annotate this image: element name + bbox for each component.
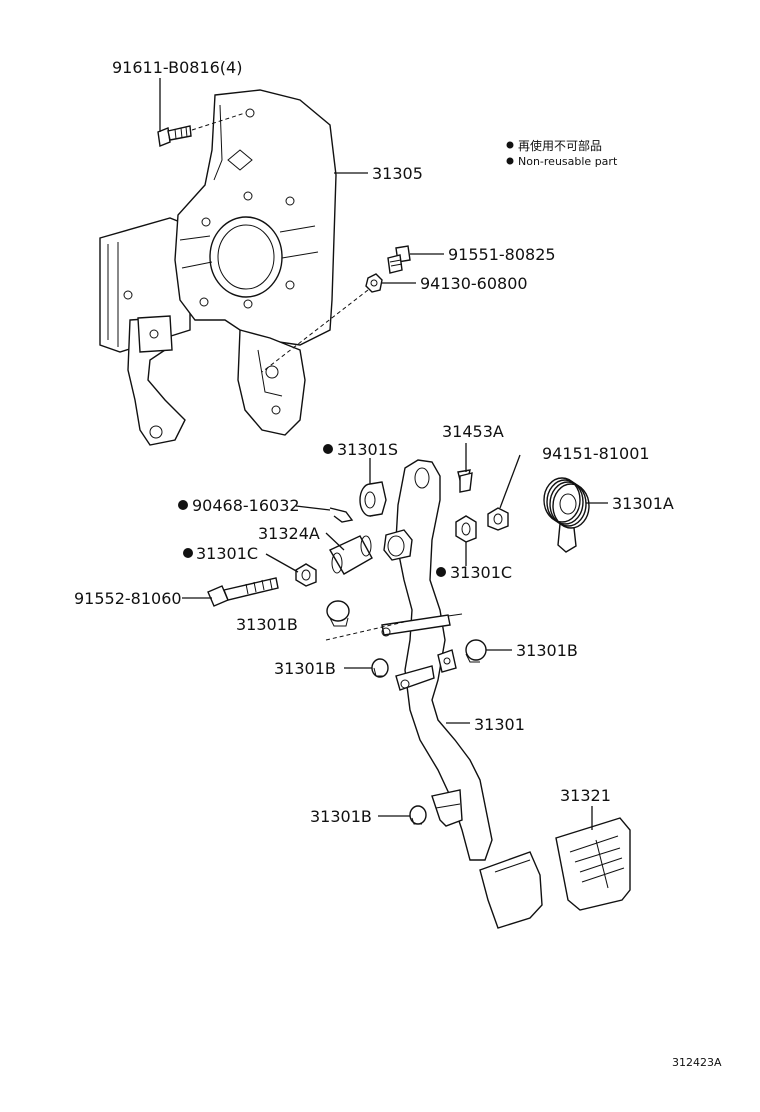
pedal-pad-31321[interactable] <box>555 817 631 911</box>
bushing-31301S[interactable] <box>359 481 387 517</box>
label-shaft-31324A: 31324A <box>258 524 320 543</box>
leader-lines <box>159 78 608 830</box>
label-cushion-31301B-3: 31301B <box>274 659 336 678</box>
label-pedal-31301: 31301 <box>474 715 525 734</box>
legend-dot-2 <box>506 157 514 165</box>
bolt-91551-80825[interactable] <box>387 245 411 274</box>
cushion-31301B-2[interactable] <box>465 639 487 663</box>
pedal-bracket-31305[interactable] <box>99 89 337 446</box>
legend: 再使用不可部品 Non-reusable part <box>506 138 618 168</box>
label-bushing-31301C-right: 31301C <box>450 563 512 582</box>
label-collar-31453A: 31453A <box>442 422 504 441</box>
label-bracket-31305: 31305 <box>372 164 423 183</box>
label-bolt-91611-B0816: 91611-B0816(4) <box>112 58 242 77</box>
label-bolt-91552-81060: 91552-81060 <box>74 589 182 608</box>
nut-94130-60800[interactable] <box>365 273 383 293</box>
label-nut-94130-60800: 94130-60800 <box>420 274 528 293</box>
label-bushing-31301S: 31301S <box>337 440 398 459</box>
non-reusable-dot-31301S <box>323 444 333 454</box>
non-reusable-dot-31301C-left <box>183 548 193 558</box>
legend-line-1: 再使用不可部品 <box>518 138 602 153</box>
label-cushion-31301B-4: 31301B <box>310 807 372 826</box>
non-reusable-dot-90468-16032 <box>178 500 188 510</box>
label-pad-31321: 31321 <box>560 786 611 805</box>
label-cushion-31301B-2: 31301B <box>516 641 578 660</box>
non-reusable-dot-31301C-right <box>436 567 446 577</box>
label-bushing-31301C-left: 31301C <box>196 544 258 563</box>
cushion-31301B-1[interactable] <box>326 600 350 627</box>
spring-31301A[interactable] <box>543 477 590 553</box>
leader-dashed-cushion-1 <box>325 621 405 641</box>
shaft-31324A[interactable] <box>329 535 373 575</box>
leader-dashed-bolt-bracket <box>191 112 246 131</box>
leader-dashed-nut-lug <box>261 289 369 373</box>
label-spring-31301A: 31301A <box>612 494 674 513</box>
cushion-31301B-4[interactable] <box>409 805 427 825</box>
label-clip-90468-16032: 90468-16032 <box>192 496 300 515</box>
legend-line-2: Non-reusable part <box>518 155 618 168</box>
bushing-31301C-right[interactable] <box>455 515 477 543</box>
bolt-91611-B0816[interactable] <box>157 125 192 147</box>
label-nut-94151-81001: 94151-81001 <box>542 444 650 463</box>
clip-90468-16032[interactable] <box>329 507 354 523</box>
figure-code: 312423A <box>672 1056 722 1069</box>
bolt-91552-81060[interactable] <box>207 577 279 607</box>
nut-94151-81001[interactable] <box>487 507 509 531</box>
label-bolt-91551-80825: 91551-80825 <box>448 245 556 264</box>
bushing-31301C-left[interactable] <box>295 563 317 587</box>
label-cushion-31301B-1: 31301B <box>236 615 298 634</box>
cushion-31301B-3[interactable] <box>371 658 389 678</box>
collar-31453A[interactable] <box>457 469 473 493</box>
clutch-pedal-31301[interactable] <box>381 459 543 929</box>
legend-dot-1 <box>506 141 514 149</box>
